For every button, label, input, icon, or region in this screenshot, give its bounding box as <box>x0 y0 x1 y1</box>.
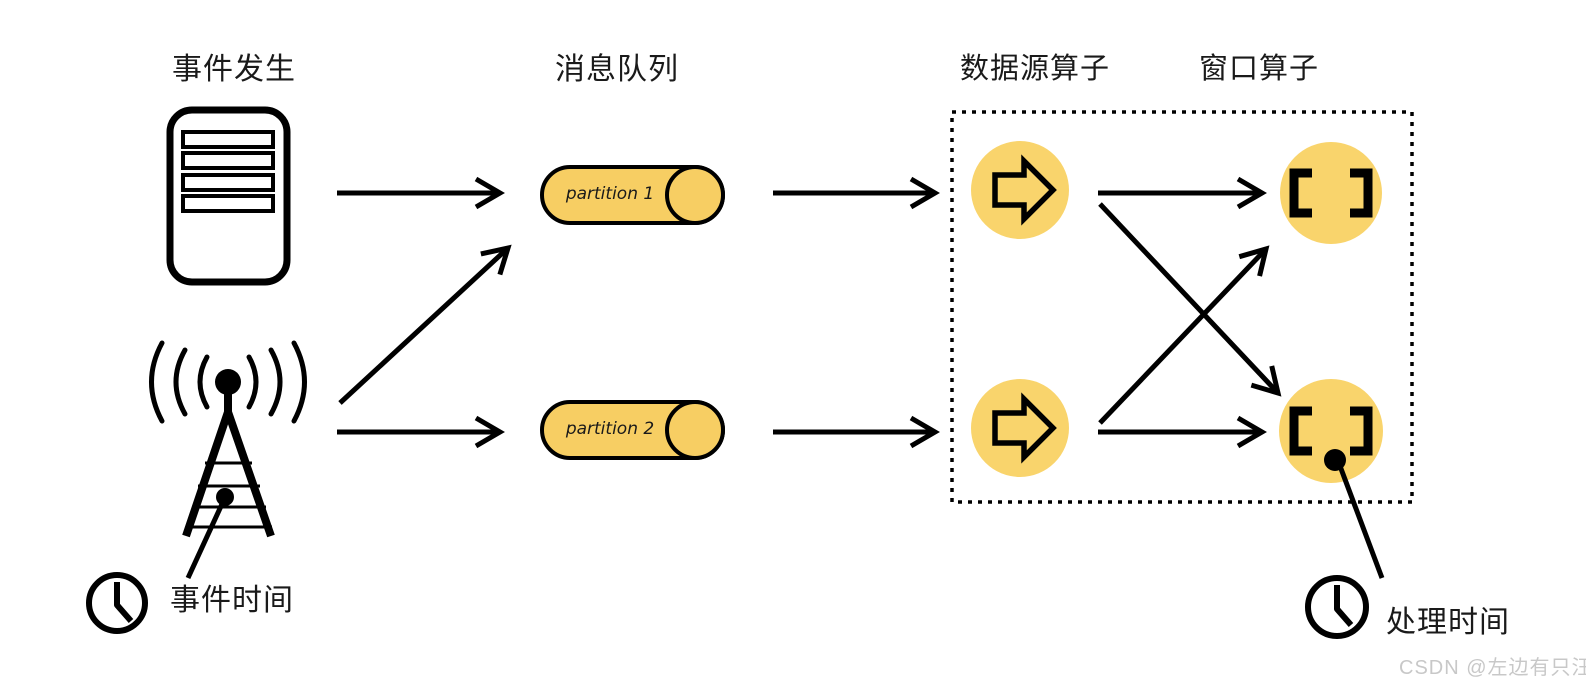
processing-time-label: 处理时间 <box>1386 606 1510 639</box>
title-window-operator: 窗口算子 <box>1199 53 1320 85</box>
right-arrow-icon <box>992 154 1057 226</box>
brackets-icon <box>1289 406 1373 456</box>
window-operator-1 <box>1280 142 1382 244</box>
partition-1-shape <box>540 165 725 225</box>
brackets-icon <box>1289 168 1373 218</box>
partition-2-shape <box>540 400 725 460</box>
event-time-pointer-line <box>185 502 225 580</box>
watermark-text: CSDN @左边有只汪 <box>1399 657 1586 679</box>
title-message-queue: 消息队列 <box>555 53 679 86</box>
right-arrow-icon <box>992 392 1057 464</box>
partition-1-label: partition 1 <box>565 184 655 204</box>
arrow-tower-to-partition1 <box>338 244 512 405</box>
source-operator-1 <box>971 141 1069 239</box>
source-operator-2 <box>971 379 1069 477</box>
title-source-operator: 数据源算子 <box>960 53 1111 85</box>
arrow-source2-to-window1 <box>1098 245 1270 425</box>
event-time-label: 事件时间 <box>170 584 294 617</box>
arrow-source1-to-window2 <box>1098 202 1282 397</box>
processing-time-dot <box>1324 449 1346 471</box>
server-icon <box>166 106 291 286</box>
radio-tower-icon <box>149 340 307 538</box>
clock-icon <box>86 572 148 634</box>
flow-arrows <box>337 176 1282 449</box>
clock-icon <box>1305 575 1369 639</box>
title-event-source: 事件发生 <box>172 53 296 86</box>
partition-2-label: partition 2 <box>565 419 655 439</box>
event-time-dot <box>216 488 234 506</box>
operator-box <box>950 110 1414 504</box>
processing-time-pointer-line <box>1337 465 1385 579</box>
window-operator-2 <box>1279 379 1383 483</box>
